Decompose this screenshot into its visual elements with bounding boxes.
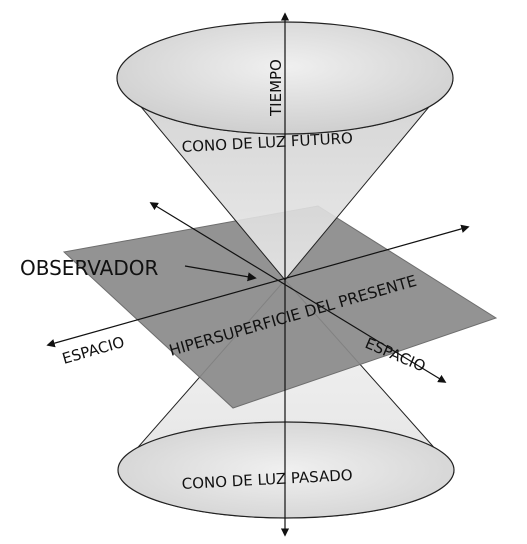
space-axis-2 — [149, 202, 447, 383]
observer-label: OBSERVADOR — [20, 256, 158, 280]
time-axis-label: TIEMPO — [267, 59, 285, 117]
observer-pointer-arrow — [184, 265, 257, 282]
